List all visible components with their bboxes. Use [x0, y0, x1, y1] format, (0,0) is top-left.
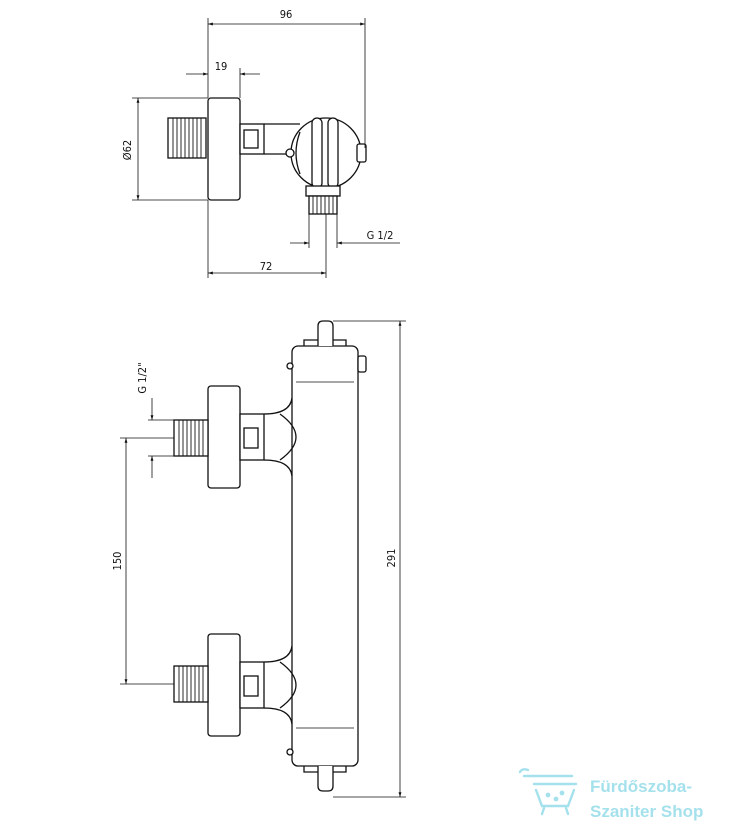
watermark-line1: Fürdőszoba- — [590, 777, 692, 796]
front-safety-button — [357, 355, 367, 373]
front-bottom-cap — [317, 766, 334, 792]
dim-depth-label: 72 — [260, 260, 273, 273]
top-body — [290, 117, 362, 189]
dim-flange-label: 19 — [215, 60, 228, 73]
dim-width-label: 96 — [280, 8, 293, 21]
dim-height-label: 291 — [385, 549, 398, 568]
front-upper-inlet — [173, 385, 297, 489]
dim-spacing-label: 150 — [111, 552, 124, 571]
front-lower-inlet — [173, 633, 297, 737]
top-view — [132, 18, 400, 278]
dim-diameter-label: Ø62 — [121, 140, 134, 160]
top-handle-grip — [311, 117, 323, 189]
dim-inlet-thread-label: G 1/2" — [136, 362, 149, 393]
front-body — [291, 345, 359, 767]
watermark: Fürdőszoba- Szaniter Shop — [518, 768, 703, 821]
top-safety-button — [356, 143, 367, 163]
dim-outlet-thread-label: G 1/2 — [367, 229, 394, 242]
top-threaded-inlet — [167, 117, 207, 159]
bathtub-icon — [518, 768, 578, 816]
watermark-line2: Szaniter Shop — [590, 802, 703, 821]
front-view — [120, 320, 406, 798]
top-outlet — [305, 185, 341, 215]
front-top-cap — [317, 320, 334, 346]
top-flange — [207, 97, 241, 201]
